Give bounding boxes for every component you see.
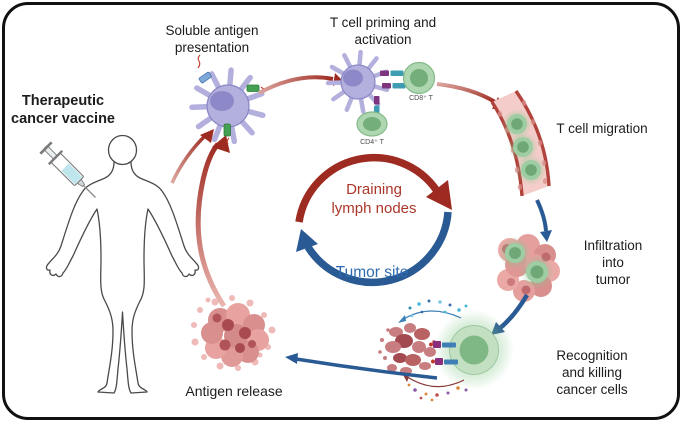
figure-border xyxy=(2,2,680,420)
therapeutic-cancer-vaccine-label: Therapeutic cancer vaccine xyxy=(11,93,115,127)
granule-arc-bottom xyxy=(402,373,468,402)
tumor-speckles xyxy=(191,295,276,371)
dendritic-cell-priming xyxy=(325,49,390,114)
infiltrating-t-cells xyxy=(499,237,554,289)
infiltration-into-tumor-label: Infiltration into tumor xyxy=(583,238,643,287)
tumor-site-label: Tumor site xyxy=(335,264,409,281)
mhc-antigen-green-right xyxy=(246,84,260,92)
human-body-outline xyxy=(45,134,200,394)
syringe-icon xyxy=(39,141,96,198)
cycle-red-arc-draining-lymph-nodes xyxy=(295,153,452,223)
antigen-squiggle xyxy=(226,137,230,145)
cd4-t-label: CD4⁺ T xyxy=(360,139,384,146)
antigen-squiggle xyxy=(197,54,201,69)
cycle-blue-arc-tumor-site xyxy=(296,211,452,287)
dendritic-cell-antigen-presentation xyxy=(189,54,274,145)
cd4-t-cell xyxy=(356,111,388,137)
cytokine-arc-top xyxy=(398,299,468,323)
arrow-vessel-to-tumor xyxy=(535,199,552,242)
cd8-t-label: CD8⁺ T xyxy=(409,95,433,102)
dying-cancer-cell xyxy=(378,323,436,375)
soluble-antigen-presentation-label: Soluble antigen presentation xyxy=(165,23,259,55)
t-cell-migration-label: T cell migration xyxy=(556,121,648,136)
antigen-release-tumor xyxy=(191,295,276,371)
tcr-mhc-pair-lower xyxy=(382,83,406,89)
arrow-killing-to-antigen-release xyxy=(285,353,438,380)
antigen-release-label: Antigen release xyxy=(185,383,283,399)
tumor-infiltration-cluster xyxy=(497,234,560,302)
t-cell-priming-label: T cell priming and activation xyxy=(329,15,437,47)
draining-lymph-nodes-label: Draining lymph nodes xyxy=(331,181,417,217)
mhc-antigen-blue xyxy=(198,71,212,84)
killer-t-cell xyxy=(434,310,514,390)
arrow-vaccine-to-dc xyxy=(170,129,214,184)
migrating-t-cells xyxy=(502,109,546,185)
blood-vessel-t-cell-migration xyxy=(490,90,551,197)
cd8-t-cell xyxy=(402,61,436,95)
mhc-antigen-green-bottom xyxy=(223,123,231,137)
arrow-antigen-to-dc xyxy=(195,135,230,308)
killing-scene xyxy=(378,299,514,402)
killing-receptor-pairs xyxy=(429,341,458,365)
recognition-killing-label: Recognition and killing cancer cells xyxy=(556,348,628,397)
tcr-mhc-pair-upper xyxy=(380,70,404,76)
